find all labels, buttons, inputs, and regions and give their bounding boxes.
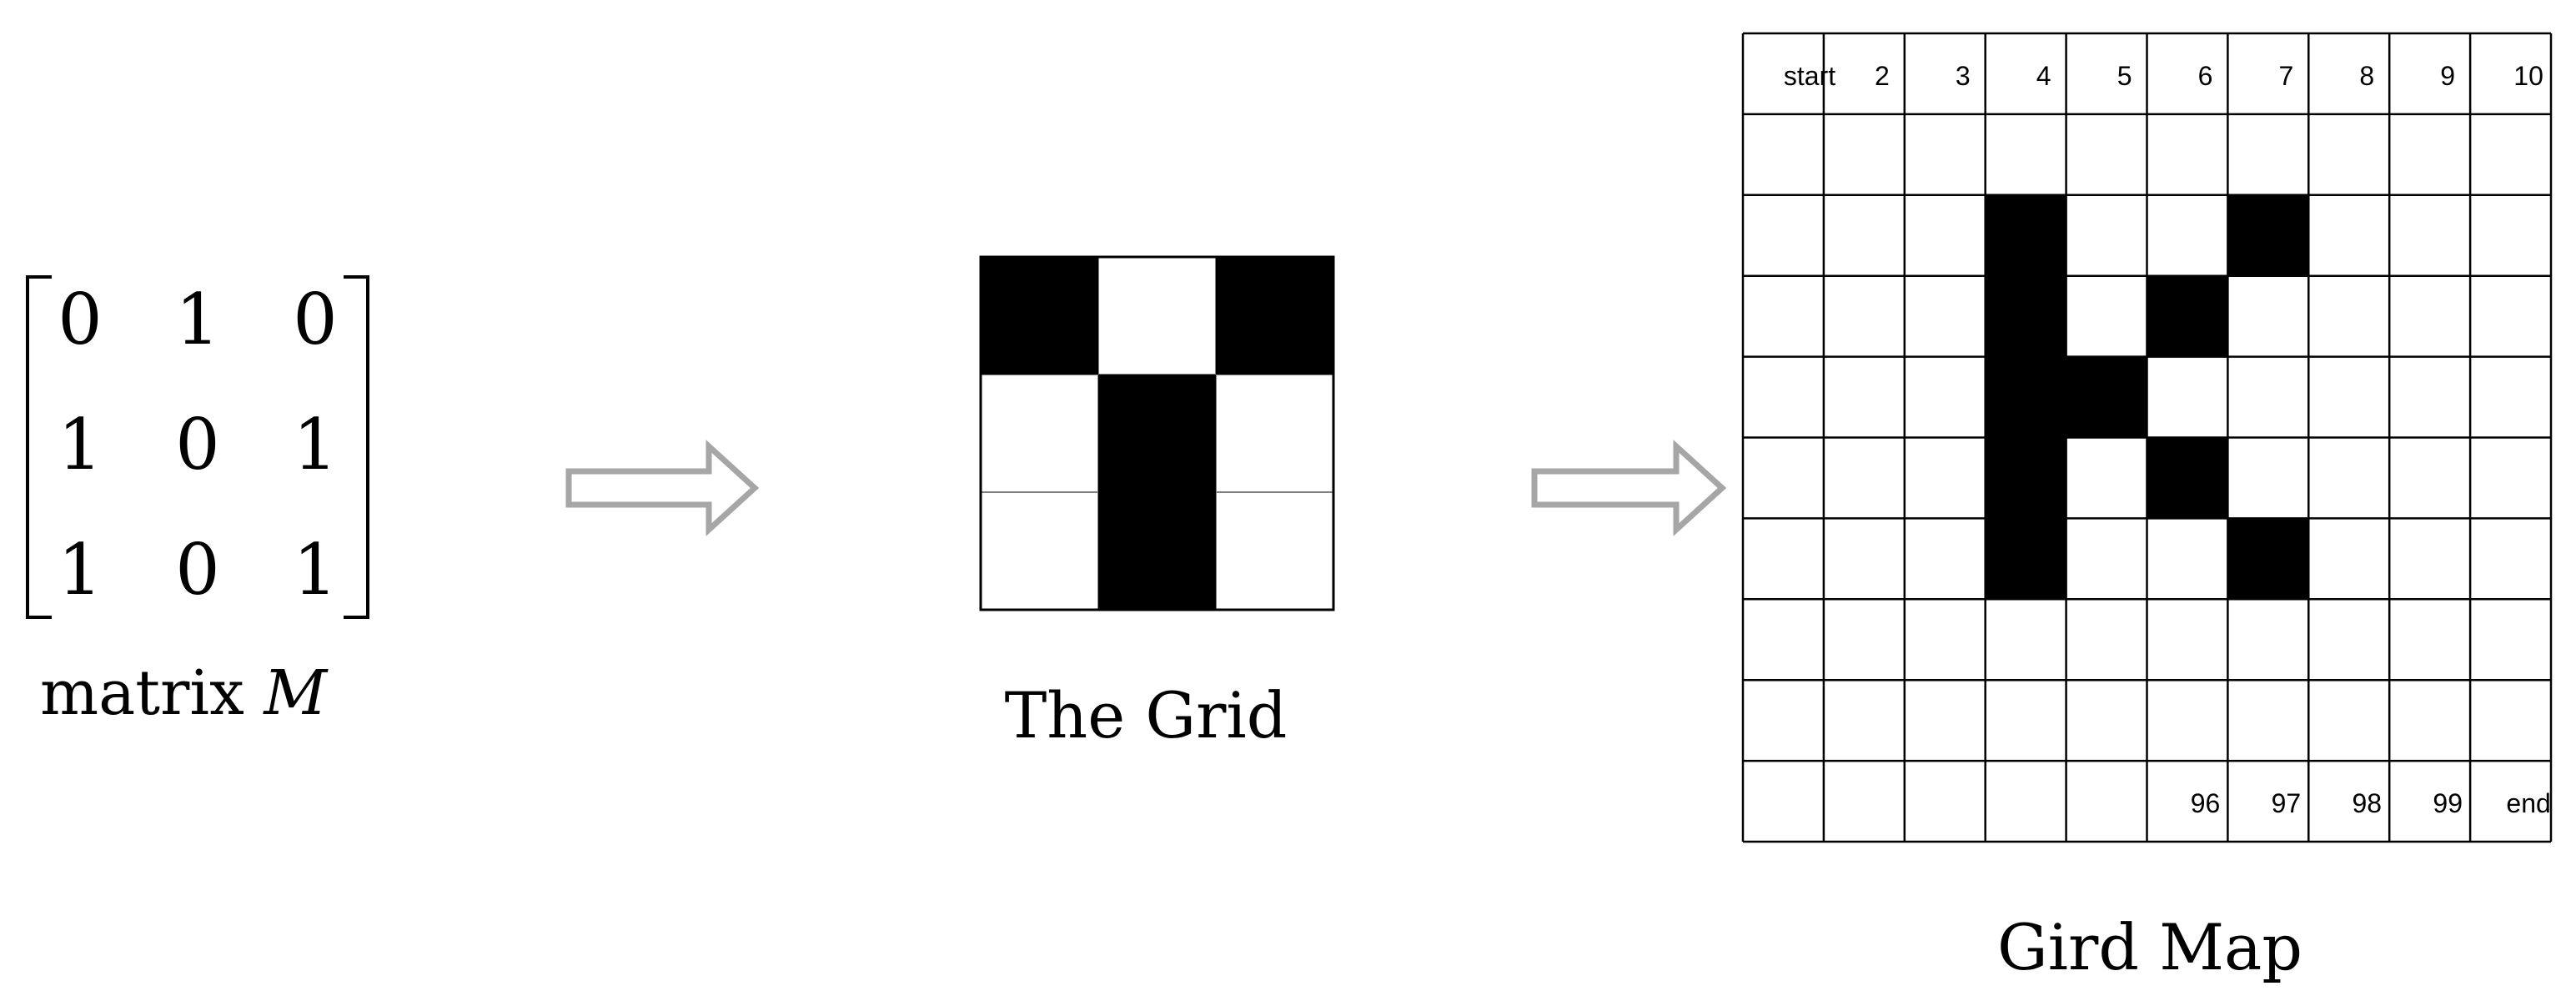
matrix-cell-r0-c2: 0: [293, 279, 337, 360]
grid-map: start 2 3 4 5 6 7 8 9 10 96 97 98 99 end: [1741, 32, 2553, 843]
gridmap-filled-cell: [2147, 275, 2228, 357]
matrix-label: matrix M: [40, 657, 329, 729]
grid-cell-r1-c2: [1216, 375, 1333, 492]
matrix-cell-r2-c2: 1: [293, 529, 337, 611]
right-bracket: [344, 275, 369, 619]
grid-cell-r2-c0: [981, 492, 1098, 610]
the-grid: [979, 255, 1335, 611]
gridmap-filled-cell: [1985, 356, 2066, 438]
grid-filled-cell: [1098, 492, 1216, 610]
grid-border: [979, 255, 1335, 611]
gridmap-top-label: 6: [2198, 61, 2213, 91]
matrix-cell-r0-c1: 1: [175, 279, 219, 360]
gridmap-filled-cell: [2066, 356, 2147, 438]
matrix-cell-r1-c0: 1: [58, 404, 102, 485]
matrix-cell-r2-c1: 0: [175, 529, 219, 611]
gridmap-label: Gird Map: [1997, 910, 2302, 984]
gridmap-filled-cell: [1985, 437, 2066, 519]
gridmap-top-label: 7: [2279, 61, 2294, 91]
grid-filled-cell: [1098, 375, 1216, 492]
gridmap-bottom-label: end: [2506, 788, 2550, 818]
matrix-cell-r2-c0: 1: [58, 529, 102, 611]
grid-cell-r2-c2: [1216, 492, 1333, 610]
gridmap-filled-cell: [1985, 275, 2066, 357]
grid-filled-cell: [1216, 257, 1333, 375]
grid-cell-r1-c0: [981, 375, 1098, 492]
gridmap-top-label: 2: [1875, 61, 1890, 91]
grid-cell-r0-c1: [1098, 257, 1216, 375]
matrix-cell-r0-c0: 0: [58, 279, 102, 360]
gridmap-bottom-label: 99: [2433, 788, 2463, 818]
gridmap-top-label: 5: [2117, 61, 2132, 91]
arrow-right-icon: [1531, 440, 1727, 536]
arrow-right-icon: [565, 440, 760, 536]
gridmap-top-label: 10: [2513, 61, 2543, 91]
gridmap-top-label: 9: [2440, 61, 2455, 91]
gridmap-filled-cell: [1985, 518, 2066, 600]
gridmap-filled-cell: [2227, 194, 2309, 276]
gridmap-top-label: 4: [2036, 61, 2051, 91]
left-bracket: [26, 275, 52, 619]
gridmap-top-label: 3: [1956, 61, 1971, 91]
gridmap-bottom-label: 97: [2272, 788, 2302, 818]
gridmap-filled-cell: [1985, 194, 2066, 276]
gridmap-bottom-label: 98: [2353, 788, 2383, 818]
grid-filled-cell: [981, 257, 1098, 375]
matrix-cell-r1-c2: 1: [293, 404, 337, 485]
gridmap-filled-cell: [2147, 437, 2228, 519]
gridmap-top-label: 8: [2359, 61, 2374, 91]
matrix-cell-r1-c1: 0: [175, 404, 219, 485]
gridmap-bottom-label: 96: [2191, 788, 2221, 818]
gridmap-filled-cell: [2227, 518, 2309, 600]
grid-label: The Grid: [1005, 678, 1288, 752]
gridmap-top-label: start: [1784, 61, 1835, 91]
